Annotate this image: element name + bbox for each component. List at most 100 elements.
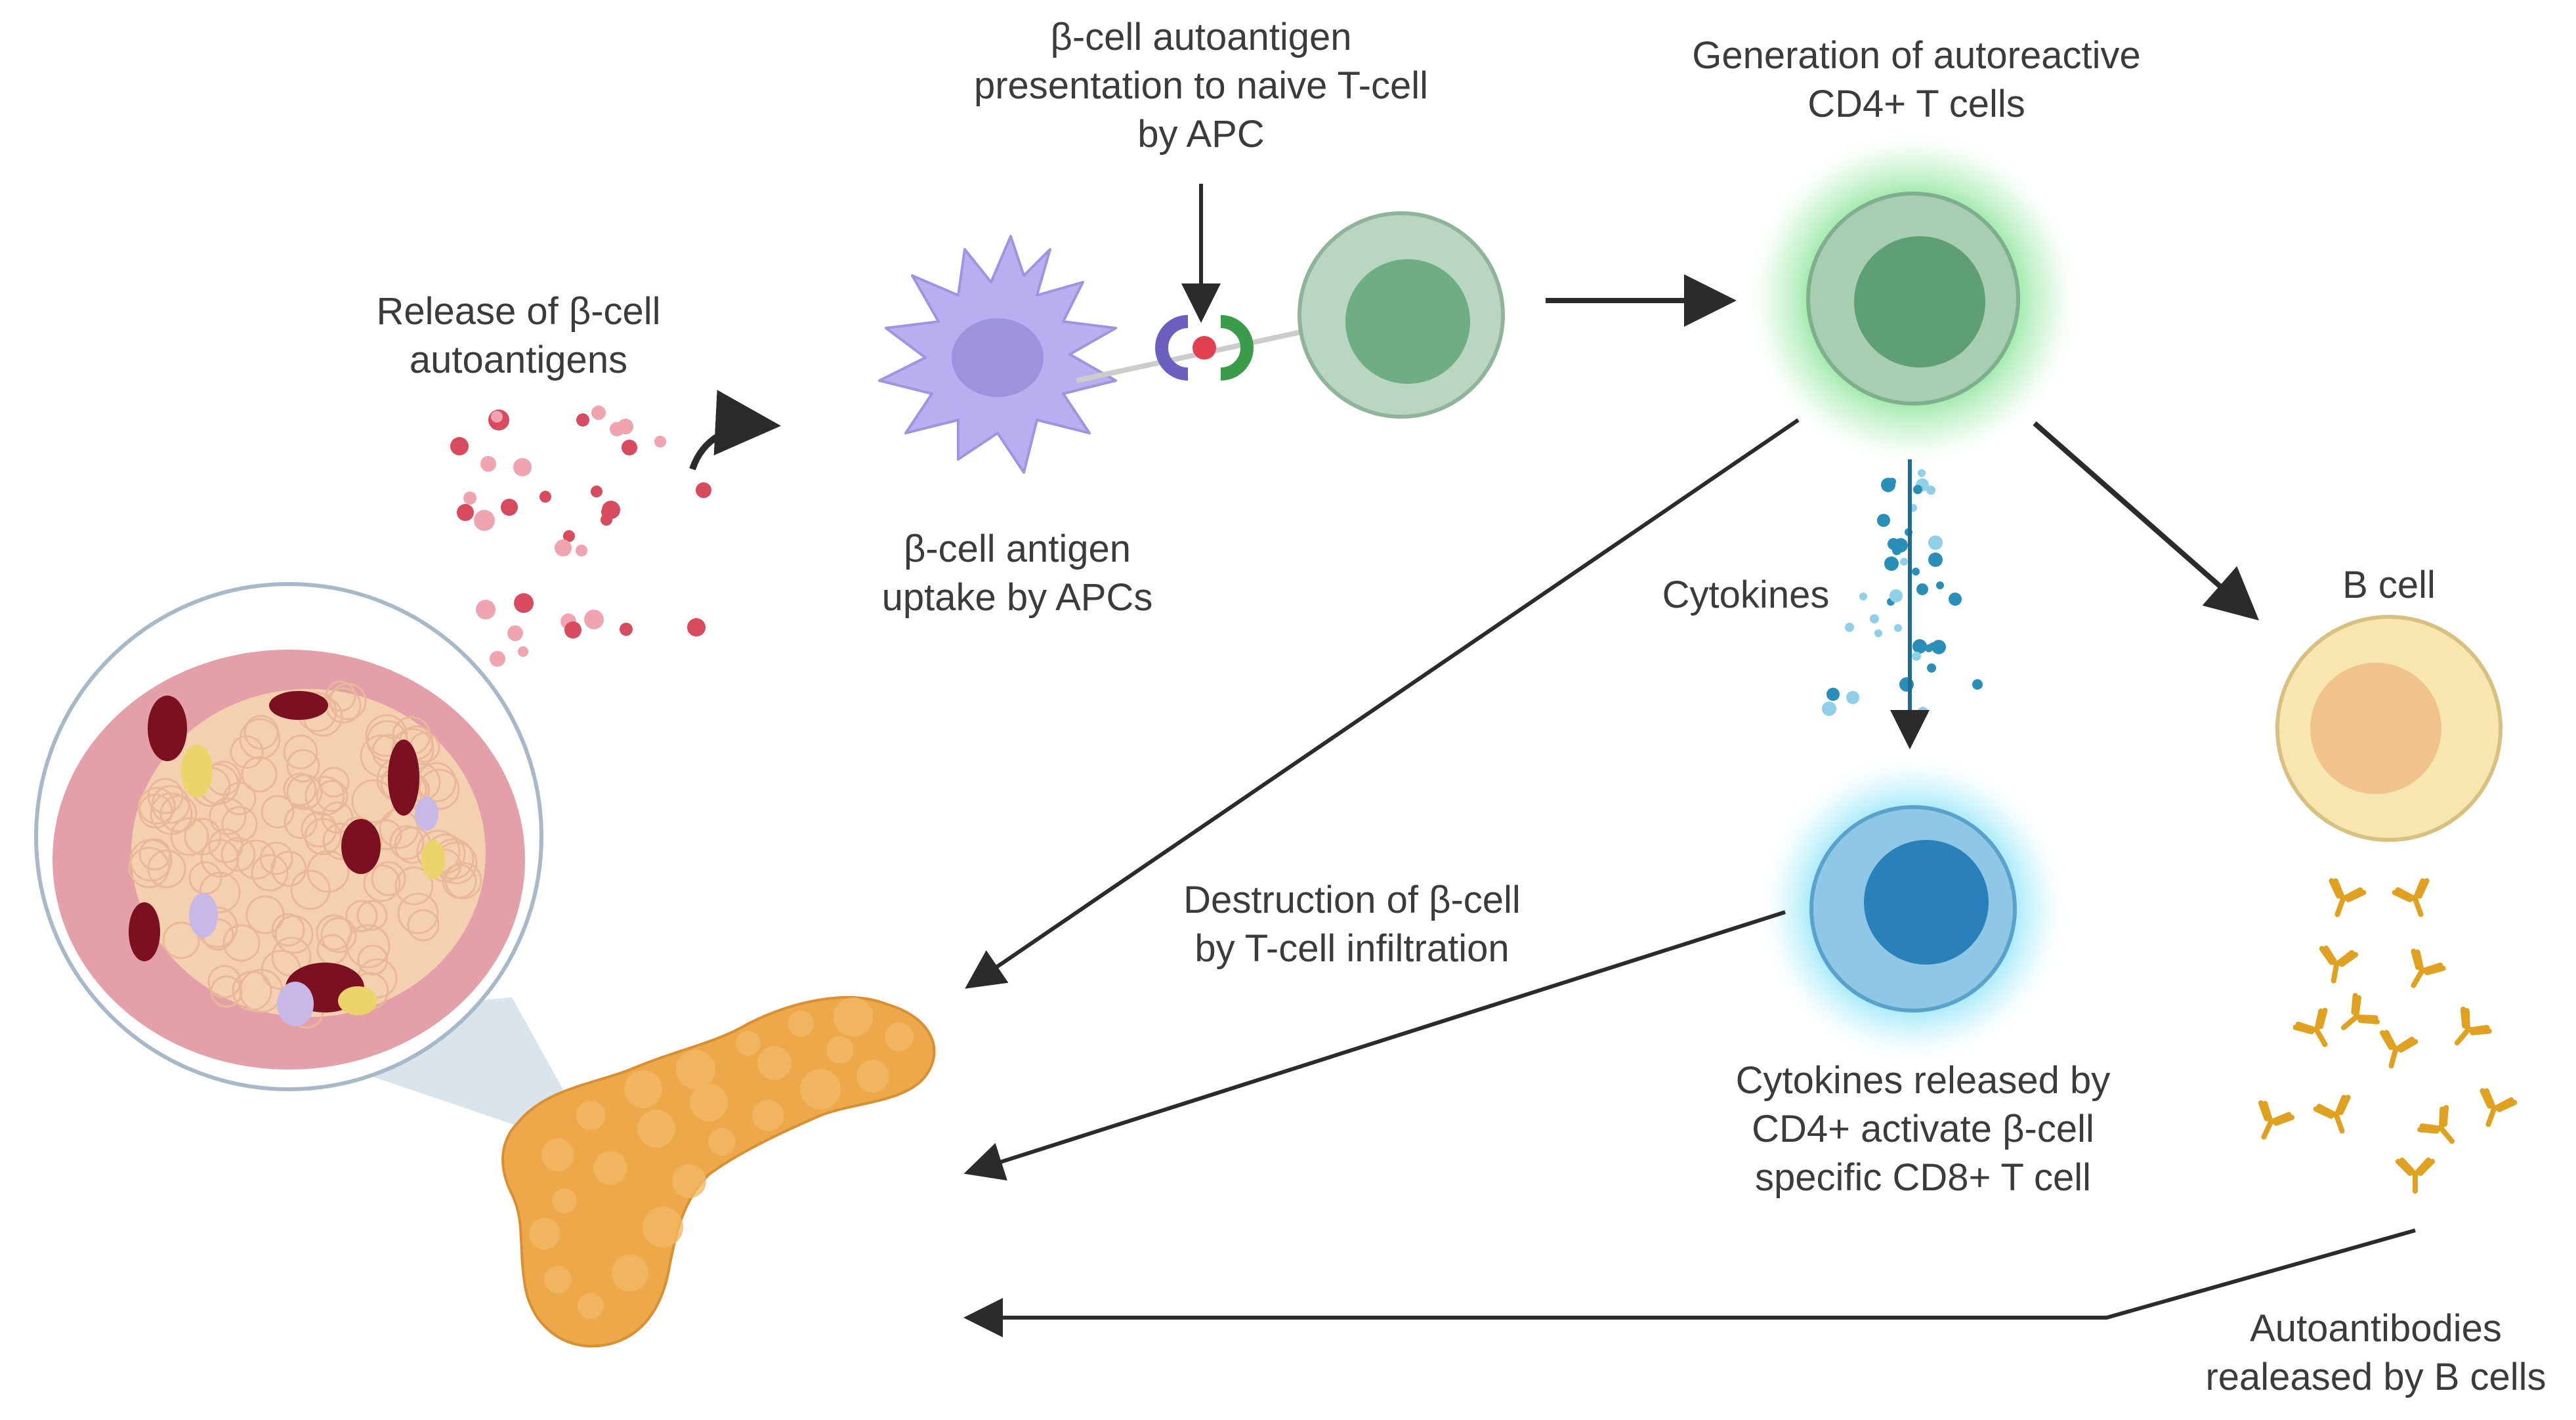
cd4-to-pancreas-arrow: [965, 418, 1800, 989]
antibody-icon: [2411, 948, 2446, 988]
cytokines-label: Cytokines: [1662, 574, 1830, 616]
pancreas-lobule: [885, 1022, 914, 1051]
islet-cell: [241, 756, 278, 793]
antibody-icon: [2319, 945, 2359, 984]
islet-cell: [271, 913, 305, 947]
pancreas-lobule: [676, 1050, 715, 1089]
antigen-dot: [507, 625, 523, 641]
pancreas-lobule: [672, 1164, 706, 1198]
cytokines-released-label-line2: CD4+ activate β-cell: [1752, 1108, 2094, 1150]
islet-magnified-icon: [34, 582, 543, 1091]
pancreas-lobule: [690, 1083, 728, 1121]
antigen-dot: [584, 610, 604, 629]
islet-cell: [261, 795, 295, 829]
pancreas-lobule: [856, 1060, 889, 1093]
islet-cell: [301, 811, 337, 848]
release-label: Release of β-cell autoantigens: [354, 287, 683, 385]
antigen-dot: [480, 456, 496, 472]
cd8-t-cell-icon: [1756, 751, 2071, 1066]
islet-cell: [259, 841, 293, 875]
cytokine-dot: [1846, 691, 1859, 704]
pancreas-lobule: [736, 1031, 761, 1056]
antibody-icon: [2380, 1030, 2418, 1069]
islet-cell: [329, 682, 367, 720]
antigen-dot: [539, 491, 551, 503]
antigen-dot: [514, 593, 534, 613]
cytokine-dot: [1916, 583, 1928, 595]
antigen-dot: [654, 436, 666, 448]
cytokine-dot: [1874, 629, 1882, 637]
islet-cell: [389, 825, 425, 860]
antigen-dot: [563, 530, 575, 542]
cytokine-dot: [1926, 486, 1935, 495]
antibody-icon: [2396, 1158, 2435, 1194]
presentation-label-line3: by APC: [1137, 113, 1265, 156]
antibody-icon: [2313, 1095, 2351, 1134]
islet-cell: [356, 900, 388, 931]
islet-cell: [270, 850, 307, 887]
antibody-icon: [2329, 878, 2367, 917]
presentation-label: β-cell autoantigen presentation to naive…: [948, 13, 1454, 159]
antigen-dot: [513, 458, 532, 476]
cytokine-dot: [1887, 557, 1895, 565]
cytokine-dot: [1845, 623, 1854, 632]
antigen-dot: [591, 406, 606, 420]
antigen-dot: [576, 545, 587, 556]
islet-cell: [321, 801, 354, 834]
cytokine-dot: [1822, 701, 1836, 716]
pancreas-lobule: [708, 1128, 736, 1156]
cytokine-dot: [1881, 478, 1895, 492]
islet-cell: [284, 805, 318, 839]
antibody-icon: [2417, 1104, 2455, 1144]
islet-cell: [251, 854, 289, 892]
cytokine-dot: [1912, 652, 1921, 661]
t-cell-icon: [1298, 211, 1505, 419]
pancreas-lobule: [624, 1070, 662, 1108]
pancreas-lobule: [552, 1188, 577, 1213]
cytokine-dot: [1936, 581, 1944, 589]
pancreas-lobule: [637, 1110, 675, 1148]
cytokine-dot: [1894, 624, 1902, 632]
autoantibodies-label-line2: realeased by B cells: [2205, 1356, 2546, 1398]
destruction-label-line1: Destruction of β-cell: [1183, 879, 1521, 921]
cytokine-dot: [1918, 469, 1926, 477]
islet-cell: [283, 772, 317, 806]
pancreas-lobule: [826, 1036, 854, 1064]
pancreas-lobule: [544, 1266, 572, 1293]
islet-cell: [345, 900, 378, 932]
release-arrow: [689, 390, 781, 470]
antigen-dot: [490, 651, 505, 667]
islet-cell: [170, 817, 209, 856]
islet-cell: [371, 861, 406, 896]
islet-cell: [239, 718, 281, 760]
islet-cell: [209, 797, 247, 835]
antigen-dot: [476, 600, 496, 619]
antigen-dot: [620, 623, 633, 636]
cytokine-dot: [1892, 546, 1901, 555]
cd8-to-pancreas-arrow: [963, 910, 1786, 1181]
cytokine-dot: [1912, 639, 1927, 654]
cytokine-dot: [1913, 485, 1922, 494]
islet-cell: [199, 871, 241, 913]
cd4-to-bcell-arrow: [2033, 421, 2260, 621]
antigen-dot: [450, 437, 469, 455]
antigen-dot: [696, 482, 711, 498]
islet-cell: [200, 839, 240, 878]
islet-cell: [286, 774, 323, 810]
cytokines-released-label-line1: Cytokines released by: [1735, 1059, 2111, 1102]
antigen-dot: [491, 411, 503, 423]
cytokine-particles: [1822, 469, 1983, 717]
antibody-to-pancreas-arrow: [963, 1228, 2416, 1337]
islet-cell: [363, 864, 401, 902]
antibody-icon: [2480, 1088, 2518, 1127]
islet-cell: [150, 792, 193, 835]
antigen-particles: [450, 406, 711, 667]
islet-cell: [316, 780, 348, 812]
cytokine-dot: [1928, 535, 1943, 550]
generation-label: Generation of autoreactive CD4+ T cells: [1647, 31, 2185, 129]
antibody-icon: [2392, 878, 2430, 917]
cytokine-dot: [1826, 688, 1840, 701]
pancreas-lobule: [578, 1293, 604, 1319]
islet-cell: [320, 917, 357, 953]
